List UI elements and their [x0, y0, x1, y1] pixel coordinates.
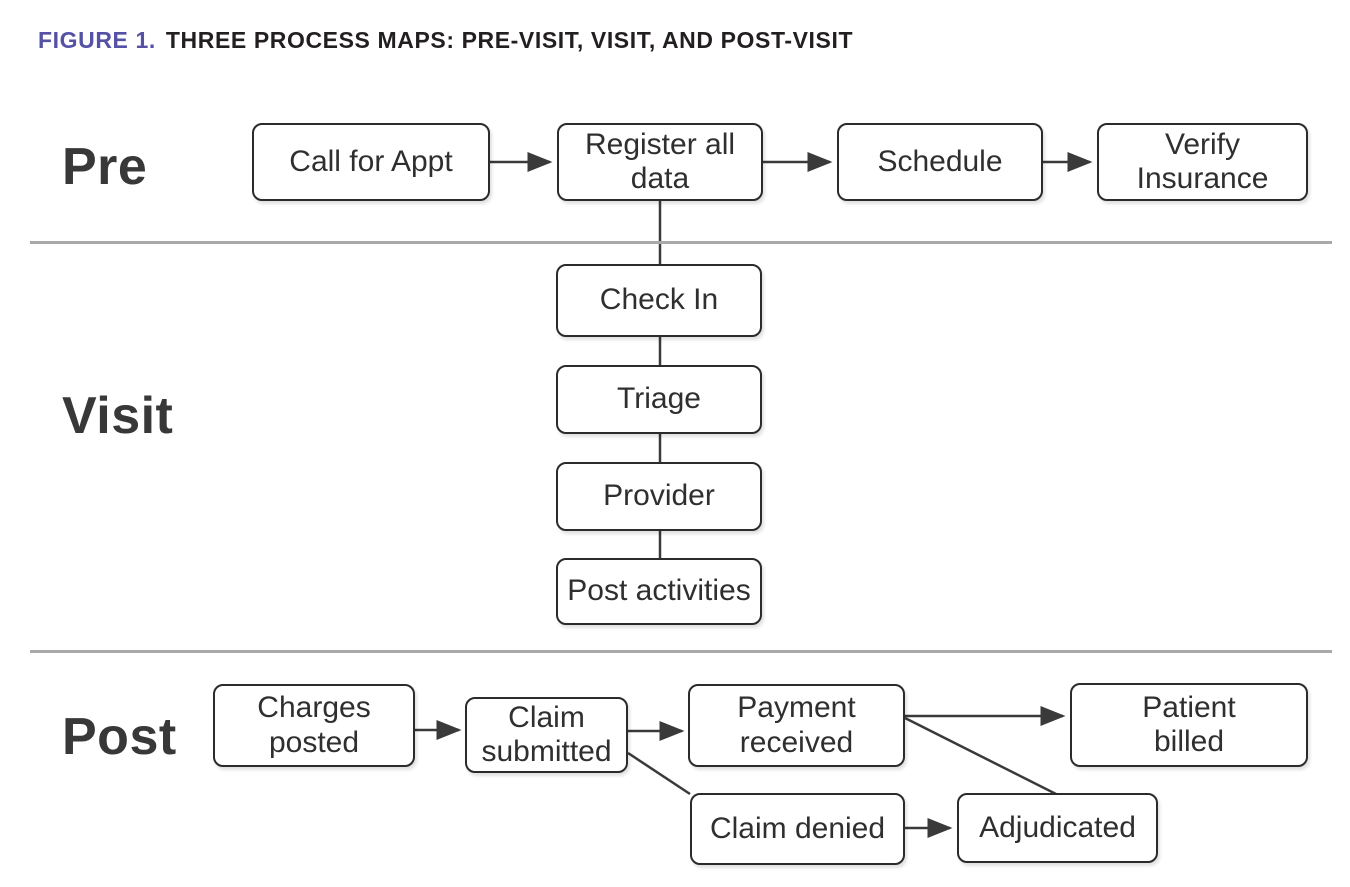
- figure-title: FIGURE 1. THREE PROCESS MAPS: PRE-VISIT, …: [38, 27, 853, 54]
- node-verify-insurance: Verify Insurance: [1097, 123, 1308, 201]
- figure-number-label: FIGURE 1.: [38, 27, 156, 53]
- node-schedule: Schedule: [837, 123, 1043, 201]
- node-charges-posted: Charges posted: [213, 684, 415, 767]
- section-label-pre: Pre: [62, 138, 148, 196]
- figure-title-text: THREE PROCESS MAPS: PRE-VISIT, VISIT, AN…: [165, 27, 854, 53]
- divider-pre-visit: [30, 241, 1332, 244]
- node-label: Verify Insurance: [1136, 127, 1269, 196]
- node-triage: Triage: [556, 365, 762, 434]
- node-label: Charges posted: [257, 691, 371, 759]
- node-provider: Provider: [556, 462, 762, 531]
- node-label: Claim denied: [709, 811, 886, 845]
- node-post-activities: Post activities: [556, 558, 762, 625]
- node-patient-billed: Patient billed: [1070, 683, 1308, 767]
- node-label: Claim submitted: [481, 700, 612, 769]
- node-label: Triage: [617, 382, 701, 416]
- node-call-for-appt: Call for Appt: [252, 123, 490, 201]
- node-label: Provider: [603, 479, 715, 513]
- divider-visit-post: [30, 650, 1332, 653]
- node-claim-denied: Claim denied: [690, 793, 905, 865]
- section-label-visit: Visit: [62, 387, 174, 445]
- section-label-post: Post: [62, 708, 177, 766]
- node-label: Patient billed: [1142, 690, 1236, 759]
- node-check-in: Check In: [556, 264, 762, 337]
- node-payment-received: Payment received: [688, 684, 905, 767]
- connector-claimsubmitted-to-claimdenied: [627, 751, 691, 796]
- node-register-all-data: Register all data: [557, 123, 763, 201]
- node-label: Call for Appt: [289, 144, 453, 178]
- node-label: Adjudicated: [979, 810, 1136, 844]
- node-adjudicated: Adjudicated: [957, 793, 1158, 863]
- node-claim-submitted: Claim submitted: [465, 697, 628, 773]
- connector-adjudicated-to-payment: [904, 716, 1057, 796]
- node-label: Register all data: [584, 127, 736, 196]
- node-label: Schedule: [877, 144, 1003, 178]
- node-label: Check In: [599, 283, 719, 317]
- node-label: Post activities: [567, 574, 751, 608]
- node-label: Payment received: [737, 691, 856, 759]
